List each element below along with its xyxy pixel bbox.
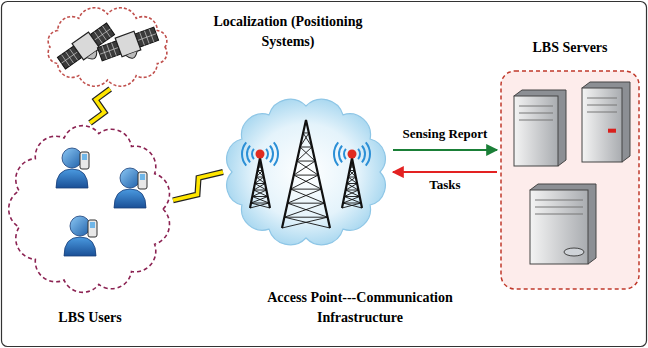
servers-box: LBS Servers xyxy=(500,70,640,290)
user-icon xyxy=(56,148,89,188)
disk-icon xyxy=(564,248,584,256)
satellite-icon xyxy=(96,24,161,68)
cloud-outline xyxy=(9,126,170,293)
signal-wave xyxy=(242,142,246,165)
signal-wave xyxy=(252,149,254,159)
node-illustration xyxy=(500,70,640,290)
signal-wave xyxy=(247,146,250,163)
server-icon xyxy=(530,184,596,264)
servers-outline xyxy=(501,71,639,289)
message-arrow xyxy=(393,172,497,173)
user-icon xyxy=(64,216,97,256)
signal-wave xyxy=(344,149,346,159)
cloud-outline xyxy=(48,8,167,86)
arrow-line xyxy=(393,171,497,173)
bolt-outline xyxy=(173,172,223,200)
wireless-link xyxy=(90,89,110,123)
signal-wave xyxy=(366,142,370,165)
wireless-link xyxy=(173,172,223,200)
antenna-light xyxy=(256,150,265,159)
message-arrow xyxy=(393,149,497,150)
signal-wave xyxy=(270,146,273,163)
access-point-cloud: Access Point---Communication Infrastruct… xyxy=(222,96,390,248)
tower-icon xyxy=(342,158,362,208)
tower-icon xyxy=(250,158,270,208)
server-icon xyxy=(582,82,630,162)
node-heading: Localization (Positioning Systems) xyxy=(208,12,368,53)
node-illustration xyxy=(40,4,175,90)
server-icon xyxy=(514,90,566,166)
arrow-line xyxy=(393,149,497,151)
signal-wave xyxy=(362,146,365,163)
antenna-light xyxy=(348,150,357,159)
node-heading: Access Point---Communication Infrastruct… xyxy=(242,288,478,329)
signal-wave xyxy=(334,142,338,165)
signal-wave xyxy=(274,142,278,165)
signal-wave xyxy=(339,146,342,163)
positioning-cloud: Localization (Positioning Systems) xyxy=(40,4,175,90)
bolt-outline xyxy=(90,89,110,123)
node-illustration xyxy=(6,122,174,296)
edge-label: Sensing Report xyxy=(401,126,490,142)
node-heading: LBS Servers xyxy=(500,38,640,58)
cloud-outline xyxy=(227,99,386,245)
node-illustration xyxy=(222,96,390,248)
signal-wave xyxy=(358,149,360,159)
bolt-fill xyxy=(90,89,110,123)
tower-icon xyxy=(282,120,330,228)
edge-label: Tasks xyxy=(427,177,462,193)
node-heading: LBS Users xyxy=(40,308,140,328)
user-icon xyxy=(114,168,147,208)
bolt-fill xyxy=(173,172,223,200)
signal-wave xyxy=(266,149,268,159)
users-cloud: LBS Users xyxy=(6,122,174,296)
